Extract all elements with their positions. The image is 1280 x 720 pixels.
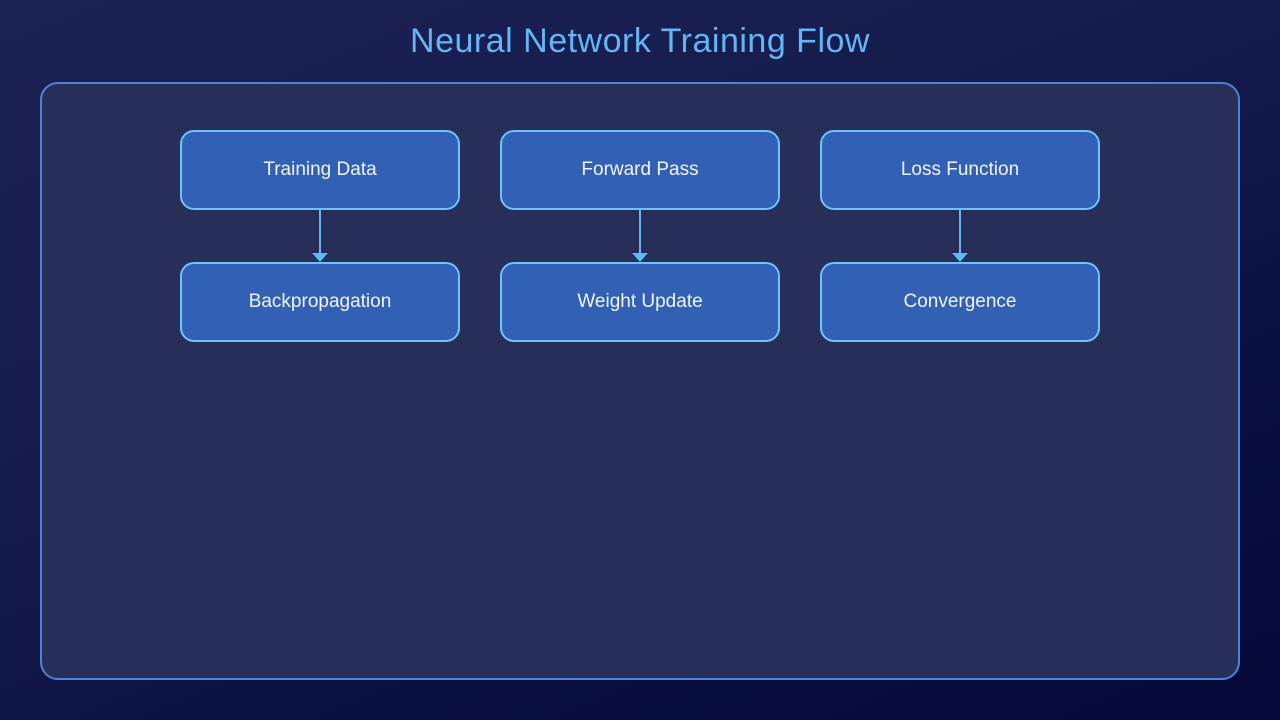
node-backpropagation: Backpropagation <box>180 262 460 342</box>
arrow-forward-pass-to-weight-update <box>632 210 648 262</box>
arrow-line <box>959 210 961 254</box>
node-label: Loss Function <box>900 159 1020 180</box>
arrow-line <box>319 210 321 254</box>
node-convergence: Convergence <box>820 262 1100 342</box>
arrow-training-data-to-backpropagation <box>312 210 328 262</box>
arrow-head-icon <box>632 253 648 262</box>
node-label: Training Data <box>263 159 377 180</box>
node-label: Weight Update <box>577 291 703 312</box>
arrow-line <box>639 210 641 254</box>
node-forward-pass: Forward Pass <box>500 130 780 210</box>
page-title: Neural Network Training Flow <box>410 22 870 60</box>
arrow-head-icon <box>952 253 968 262</box>
node-training-data: Training Data <box>180 130 460 210</box>
arrow-loss-function-to-convergence <box>952 210 968 262</box>
node-label: Backpropagation <box>248 291 392 312</box>
arrow-head-icon <box>312 253 328 262</box>
node-loss-function: Loss Function <box>820 130 1100 210</box>
node-label: Forward Pass <box>581 159 699 180</box>
node-label: Convergence <box>903 291 1017 312</box>
node-weight-update: Weight Update <box>500 262 780 342</box>
